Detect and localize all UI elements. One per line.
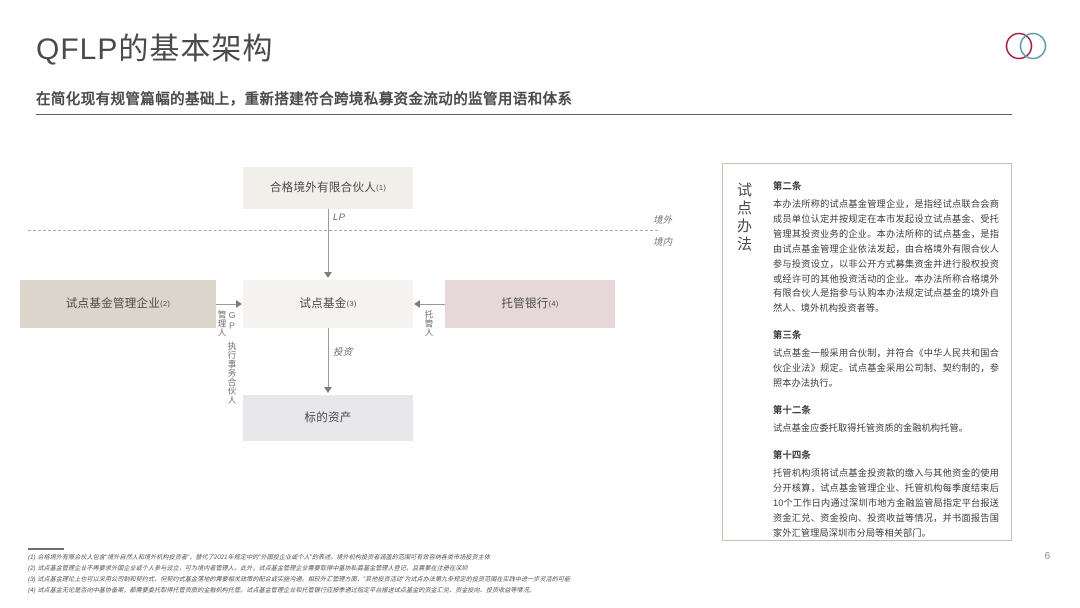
- edge-label-investment: 投资: [333, 347, 353, 358]
- node-target-asset-label: 标的资产: [304, 411, 352, 424]
- footnote-item: (2) 试点基金管理企业不再要求外国企业或个人参与设立，可为境内者管理人。此外，…: [28, 564, 468, 572]
- edge-manager-to-fund-arrowhead: [236, 300, 242, 308]
- edge-label-manager: 管理人: [217, 310, 227, 337]
- node-fund-management-enterprise-note: (2): [160, 299, 171, 309]
- node-custodian-bank: 托管银行(4): [445, 280, 615, 328]
- footnote-item: (4) 试点基金无论是否向中基协备案，都需要委托取得托管资质的金融机构托管。试点…: [28, 586, 535, 594]
- edge-lp-to-fund-arrowhead: [324, 272, 332, 278]
- node-target-asset: 标的资产: [243, 395, 413, 441]
- edge-lp-to-fund-line: [328, 209, 329, 272]
- edge-bank-to-fund-arrowhead: [414, 300, 420, 308]
- two-overlapping-circles-logo: [1005, 32, 1047, 60]
- article-item: 第十二条 试点基金应委托取得托管资质的金融机构托管。: [773, 402, 999, 436]
- article-body: 本办法所称的试点基金管理企业，是指经试点联合会商成员单位认定并按规定在本市发起设…: [773, 199, 999, 314]
- page-title: QFLP的基本架构: [36, 33, 274, 66]
- zone-label-onshore: 境内: [652, 237, 672, 248]
- edge-manager-to-fund-line: [216, 304, 237, 305]
- article-body: 试点基金一般采用合伙制，并符合《中华人民共和国合伙企业法》规定。试点基金采用公司…: [773, 348, 999, 389]
- pilot-measures-panel-title: 试点办法: [735, 182, 751, 254]
- footnote-list: (1) 合格境外有限合伙人包含"境外自然人和境外机构投资者"，替代了2021年规…: [28, 553, 988, 596]
- page-subtitle-container: 在简化现有规管篇幅的基础上，重新搭建符合跨境私募资金流动的监管用语和体系: [36, 88, 1012, 115]
- article-item: 第二条 本办法所称的试点基金管理企业，是指经试点联合会商成员单位认定并按规定在本…: [773, 178, 999, 316]
- article-item: 第三条 试点基金一般采用合伙制，并符合《中华人民共和国合伙企业法》规定。试点基金…: [773, 327, 999, 391]
- node-fund-management-enterprise: 试点基金管理企业(2): [20, 280, 216, 328]
- footnote-item: (3) 试点基金理论上也可以采用公司制和契约式，但契约式基金落地的需要相关政策的…: [28, 575, 571, 583]
- edge-label-gp: GP 执行事务合伙人: [227, 310, 237, 405]
- node-pilot-fund-label: 试点基金: [299, 297, 347, 310]
- edge-label-lp: LP: [333, 212, 346, 223]
- node-custodian-bank-label: 托管银行: [501, 297, 549, 310]
- node-qualified-foreign-lp: 合格境外有限合伙人(1): [243, 167, 413, 209]
- edge-fund-to-asset-arrowhead: [324, 387, 332, 393]
- pilot-measures-panel: 试点办法 第二条 本办法所称的试点基金管理企业，是指经试点联合会商成员单位认定并…: [722, 163, 1012, 541]
- page-subtitle: 在简化现有规管篇幅的基础上，重新搭建符合跨境私募资金流动的监管用语和体系: [36, 92, 573, 108]
- edge-bank-to-fund-line: [420, 304, 445, 305]
- offshore-onshore-boundary-line: [28, 230, 658, 231]
- qflp-structure-diagram: 境外 境内 合格境外有限合伙人(1) 试点基金管理企业(2) 试点基金(3) 托…: [20, 150, 680, 460]
- node-pilot-fund: 试点基金(3): [243, 280, 413, 328]
- node-qualified-foreign-lp-note: (1): [376, 183, 387, 193]
- page-number: 6: [1044, 551, 1050, 562]
- footnote-divider: [28, 548, 64, 550]
- pilot-measures-article-list: 第二条 本办法所称的试点基金管理企业，是指经试点联合会商成员单位认定并按规定在本…: [773, 178, 999, 551]
- article-body: 试点基金应委托取得托管资质的金融机构托管。: [773, 422, 969, 433]
- article-body: 托管机构须将试点基金投资款的缴入与其他资金的使用分开核算，试点基金管理企业、托管…: [773, 467, 999, 538]
- footnote-item: (1) 合格境外有限合伙人包含"境外自然人和境外机构投资者"，替代了2021年规…: [28, 554, 491, 561]
- node-qualified-foreign-lp-label: 合格境外有限合伙人: [269, 181, 377, 194]
- node-pilot-fund-note: (3): [346, 299, 357, 309]
- node-fund-management-enterprise-label: 试点基金管理企业: [65, 297, 161, 310]
- article-heading: 第十四条: [773, 449, 811, 460]
- article-heading: 第十二条: [773, 404, 811, 415]
- edge-label-custodian: 托管人: [424, 310, 434, 337]
- node-custodian-bank-note: (4): [548, 299, 559, 309]
- article-heading: 第二条: [773, 181, 802, 191]
- edge-fund-to-asset-line: [328, 328, 329, 388]
- article-item: 第十四条 托管机构须将试点基金投资款的缴入与其他资金的使用分开核算，试点基金管理…: [773, 447, 999, 541]
- article-heading: 第三条: [773, 330, 802, 341]
- zone-label-offshore: 境外: [652, 215, 672, 226]
